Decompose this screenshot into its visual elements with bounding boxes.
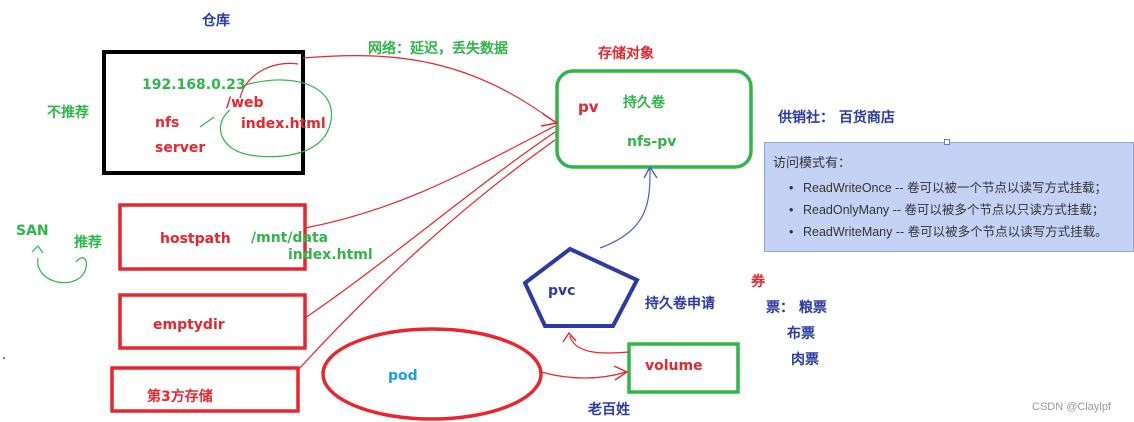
access-modes-panel: 访问模式有： ReadWriteOnce -- 卷可以被一个节点以读写方式挂载；… (764, 142, 1134, 252)
arrow-pvc-to-pv (599, 167, 651, 249)
network-note: 网络：延迟，丢失数据 (368, 41, 508, 57)
supplier-title: 供销社： 百货商店 (778, 110, 895, 126)
san-arrow-head (31, 245, 44, 254)
web-green-loop (219, 79, 333, 158)
selection-handle[interactable] (944, 139, 950, 145)
san-loop (37, 257, 87, 284)
pv-instance: nfs-pv (627, 134, 677, 150)
san-label: SAN (16, 223, 49, 239)
access-modes-list: ReadWriteOnce -- 卷可以被一个节点以读写方式挂载； ReadOn… (789, 177, 1108, 243)
ticket-line3: 肉票 (791, 352, 819, 368)
arrow-head-volume (613, 365, 629, 381)
volume-box (627, 342, 740, 394)
server-label: server (155, 140, 206, 156)
ticket-title: 券 (751, 274, 765, 290)
warehouse-ip: 192.168.0.23 (142, 77, 246, 93)
arrow-warehouse-to-pv (302, 55, 556, 123)
not-recommended-label: 不推荐 (47, 105, 89, 121)
pvc-pentagon (522, 246, 640, 328)
hostpath-path: /mnt/data (251, 230, 329, 246)
watermark: CSDN @Claylpf (1032, 401, 1112, 413)
warehouse-title: 仓库 (202, 13, 230, 29)
arrow-head-pv-blue (643, 165, 658, 179)
hostpath-name: hostpath (160, 231, 231, 247)
arrow-hostpath-to-pv (304, 125, 556, 229)
volume-name: volume (645, 358, 703, 374)
pvc-name: pvc (548, 283, 576, 299)
web-path: /web (226, 95, 264, 111)
web-red-loop (239, 62, 299, 99)
nfs-label: nfs (155, 115, 180, 131)
arrow-thirdparty-to-pv (297, 139, 556, 371)
stray-dot (3, 357, 5, 359)
arrow-head-pvc (562, 331, 577, 343)
emptydir-name: emptydir (153, 317, 225, 333)
storage-object-label: 存储对象 (598, 46, 654, 62)
pod-ellipse (321, 327, 543, 421)
pod-name: pod (388, 368, 418, 384)
arrow-emptydir-to-pv (304, 131, 556, 319)
hostpath-box (118, 203, 307, 271)
warehouse-box (102, 50, 305, 175)
pv-label: 持久卷 (623, 95, 665, 111)
recommended-label: 推荐 (74, 235, 102, 251)
volume-caption: 老百姓 (588, 402, 630, 418)
arrow-pod-to-volume (540, 371, 627, 379)
pv-box (555, 69, 753, 169)
third-party-box (110, 366, 300, 413)
arrow-volume-to-pvc (569, 335, 630, 354)
web-green-tick (199, 116, 215, 128)
hostpath-file: index.html (288, 247, 373, 263)
emptydir-box (118, 293, 307, 350)
ticket-line2: 布票 (787, 326, 815, 342)
access-mode-item: ReadOnlyMany -- 卷可以被多个节点以只读方式挂载； (789, 199, 1108, 221)
pv-name: pv (578, 98, 599, 116)
arrow-head-pv (540, 113, 559, 127)
web-file: index.html (241, 116, 326, 132)
access-mode-item: ReadWriteOnce -- 卷可以被一个节点以读写方式挂载； (789, 177, 1108, 199)
ticket-line1: 票： 粮票 (766, 300, 827, 316)
pvc-label: 持久卷申请 (645, 296, 715, 312)
access-modes-heading: 访问模式有： (773, 155, 852, 170)
access-mode-item: ReadWriteMany -- 卷可以被多个节点以读写方式挂载。 (789, 221, 1108, 243)
third-party-name: 第3方存储 (147, 389, 213, 405)
